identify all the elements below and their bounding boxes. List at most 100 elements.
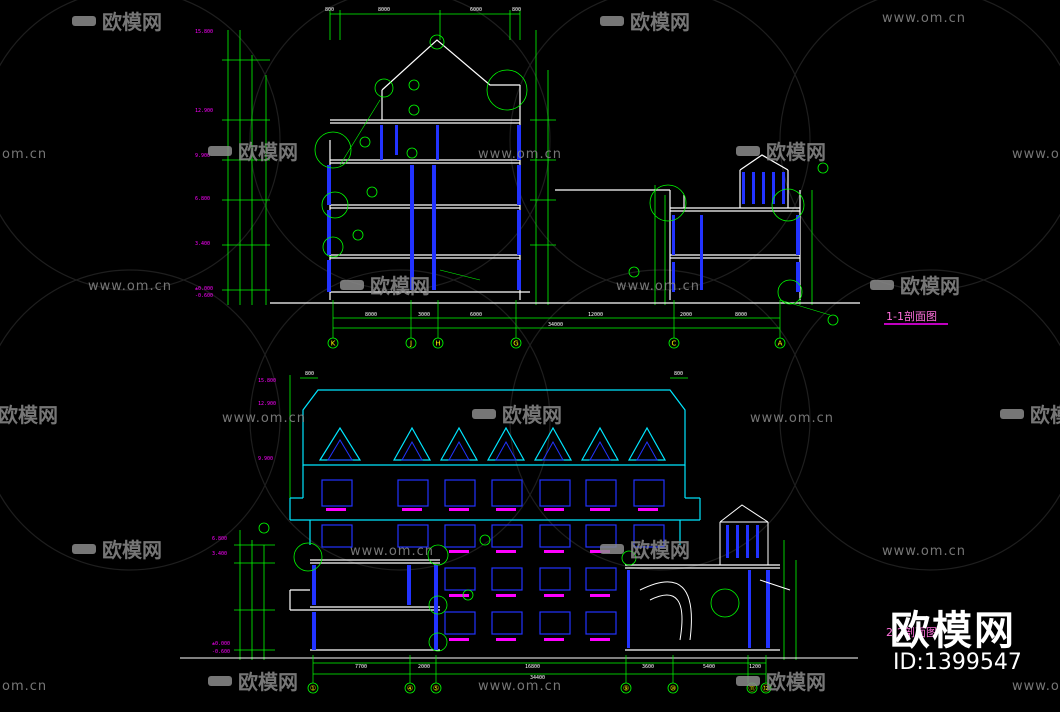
section1-grid-lines (332, 300, 781, 338)
watermark-url: www.om.cn (882, 11, 966, 26)
section-title: 1-1剖面图 (886, 309, 937, 323)
level-mark: 15.800 (258, 378, 276, 384)
axis-label: A (778, 340, 783, 348)
svg-text:欧模网: 欧模网 (370, 274, 430, 298)
section2-level-labels: 15.800 12.900 9.900 6.800 3.400 ±0.000 -… (212, 378, 276, 655)
axis-label: ⑤ (433, 685, 439, 693)
dim-label: 800 (305, 371, 314, 377)
svg-text:欧模网: 欧模网 (900, 274, 960, 298)
section-title-2: 2-2剖面图 (886, 625, 937, 639)
level-mark: 3.400 (212, 551, 227, 557)
dim-label: 3600 (642, 664, 654, 670)
watermark-url: www.om.cn (1012, 679, 1060, 694)
dim-label: 7700 (355, 664, 367, 670)
watermark-logo: 欧模网 (72, 538, 162, 562)
watermark-logo: 欧模网 (870, 274, 960, 298)
dim-label: 8000 (365, 312, 377, 318)
section2-roof-outline (289, 389, 701, 545)
watermark-logo: 欧模网 (736, 140, 826, 164)
dim-label: 5400 (703, 664, 715, 670)
watermark-url: www.om.cn (350, 544, 434, 559)
section1-building-outline (270, 39, 860, 304)
section2-window-sills (326, 508, 658, 641)
dim-label: 2000 (680, 312, 692, 318)
section1-detail-callouts (314, 34, 839, 326)
level-mark: 6.800 (212, 536, 227, 542)
axis-label: ⑫ (763, 685, 770, 693)
level-mark: -0.600 (195, 293, 213, 299)
svg-text:欧模网: 欧模网 (238, 670, 298, 694)
axis-label: K (331, 340, 336, 348)
dim-label: 8000 (378, 7, 390, 13)
section-1-1: 15.800 12.900 9.900 6.800 3.400 ±0.000 -… (195, 7, 948, 349)
section-2-2: 15.800 12.900 9.900 6.800 3.400 ±0.000 -… (180, 371, 937, 694)
section2-axis-bubbles (307, 682, 772, 694)
dim-label: 800 (674, 371, 683, 377)
section2-annex-tower (639, 504, 791, 641)
total-dim-label: 34000 (548, 322, 563, 328)
level-mark: 15.800 (195, 29, 213, 35)
watermark-url: www.om.cn (616, 279, 700, 294)
watermark-url: www.om.cn (882, 544, 966, 559)
section2-vertical-dimensions (234, 375, 797, 660)
section1-axis-bubbles (327, 337, 786, 349)
watermark-logo: 欧模网 (340, 274, 430, 298)
dim-label: 800 (325, 7, 334, 13)
watermark-url: www.om.cn (750, 411, 834, 426)
watermark-logo: 欧模网 (208, 670, 298, 694)
level-mark: 12.900 (258, 401, 276, 407)
total-dim-label: 34400 (530, 675, 545, 681)
axis-label: ⑨ (623, 685, 629, 693)
dim-label: 1200 (749, 664, 761, 670)
watermark-url: www.om.cn (222, 411, 306, 426)
axis-label: H (435, 340, 440, 348)
watermark-logo: 欧模网 (600, 538, 690, 562)
section2-cut-floors (289, 559, 780, 651)
svg-text:欧模网: 欧模网 (1030, 403, 1060, 427)
dim-label: 12000 (588, 312, 603, 318)
brand-logo-text: 欧模网 (890, 608, 1016, 654)
watermark-url: om.cn (2, 679, 47, 694)
section1-top-dimensions (329, 10, 521, 40)
watermark-circles (0, 0, 1060, 571)
section1-blue-walls (327, 125, 800, 292)
watermark-logo: 欧模网 (208, 140, 298, 164)
axis-label: J (409, 340, 412, 348)
svg-text:欧模网: 欧模网 (102, 10, 162, 34)
level-mark: ±0.000 (212, 641, 230, 647)
level-mark: -0.600 (212, 649, 230, 655)
axis-label: ⑩ (670, 685, 676, 693)
watermark-url: www.om.cn (88, 279, 172, 294)
svg-text:欧模网: 欧模网 (766, 140, 826, 164)
svg-text:欧模网: 欧模网 (766, 670, 826, 694)
axis-label: C (672, 340, 677, 348)
axis-label: ⑪ (749, 685, 756, 693)
dim-label: 6000 (470, 7, 482, 13)
section2-dormers (318, 426, 667, 461)
svg-text:欧模网: 欧模网 (102, 538, 162, 562)
axis-label: G (513, 340, 518, 348)
section1-leaders (339, 99, 831, 316)
dim-label: 6000 (470, 312, 482, 318)
axis-label: ① (310, 685, 316, 693)
svg-text:欧模网: 欧模网 (630, 538, 690, 562)
watermark-logo: 欧模网 (1000, 403, 1060, 427)
level-mark: 9.900 (258, 456, 273, 462)
dim-label: 16800 (525, 664, 540, 670)
section1-level-labels: 15.800 12.900 9.900 6.800 3.400 ±0.000 -… (195, 29, 213, 299)
section2-windows (321, 479, 665, 635)
level-mark: 6.800 (195, 196, 210, 202)
asset-id-label: ID:1399547 (893, 650, 1022, 675)
watermark-logo: 欧模网 (72, 10, 162, 34)
level-mark: ±0.000 (195, 286, 213, 292)
svg-text:欧模网: 欧模网 (502, 403, 562, 427)
section2-blue-walls (312, 525, 770, 650)
svg-text:欧模网: 欧模网 (238, 140, 298, 164)
watermark-url: www.om.cn (1012, 147, 1060, 162)
dim-label: 8000 (735, 312, 747, 318)
watermark-logo: 欧模网 (736, 670, 826, 694)
level-mark: 3.400 (195, 241, 210, 247)
level-mark: 9.900 (195, 153, 210, 159)
watermark-url: www.om.cn (478, 147, 562, 162)
